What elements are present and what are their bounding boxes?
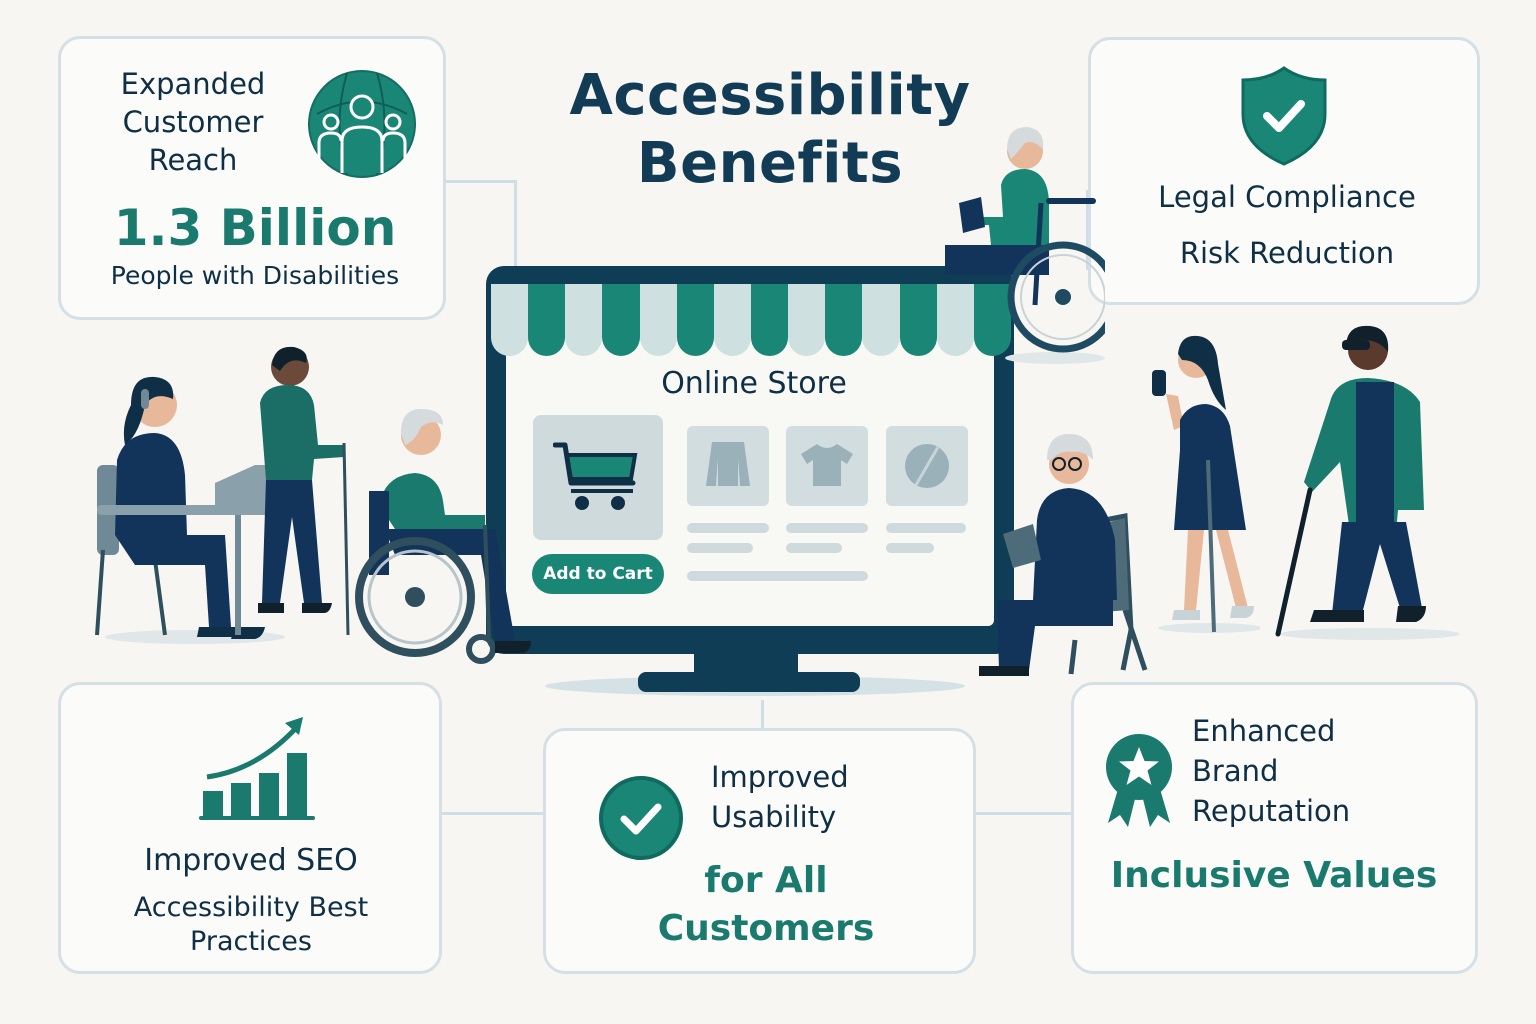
man-with-cane-illustration	[250, 345, 360, 635]
blind-man-with-cane-illustration	[1270, 322, 1470, 642]
product-tshirt-tile[interactable]	[786, 426, 868, 506]
elderly-man-seated-tablet-illustration	[975, 430, 1155, 680]
card-expanded-reach: Expanded Customer Reach 1.3 Billion Peop…	[58, 36, 446, 320]
reach-heading-line: Expanded	[120, 67, 266, 101]
legal-line-1: Legal Compliance	[1158, 180, 1416, 214]
usability-heading: Improved Usability	[711, 757, 849, 837]
product-text-line	[886, 543, 934, 553]
connector-legal	[1086, 190, 1089, 270]
seo-heading: Improved SEO	[144, 843, 358, 878]
brand-heading-line: Reputation	[1192, 794, 1351, 828]
connector-seo	[442, 812, 544, 815]
seo-caption-line: Practices	[190, 926, 312, 957]
reach-heading-line: Customer	[122, 105, 264, 139]
usability-highlight: for All Customers	[546, 857, 986, 953]
brand-highlight: Inclusive Values	[1110, 855, 1438, 896]
store-title: Online Store	[661, 366, 847, 401]
monitor-base	[638, 672, 860, 692]
brand-heading-line: Brand	[1192, 754, 1279, 788]
title-line-1: Accessibility	[569, 63, 971, 128]
legal-line-2: Risk Reduction	[1179, 236, 1395, 270]
brand-heading: Enhanced Brand Reputation	[1192, 711, 1350, 831]
usability-heading-line: Improved	[711, 760, 849, 794]
usability-heading-line: Usability	[711, 800, 837, 834]
shopping-cart-icon	[553, 441, 643, 513]
reach-stat: 1.3 Billion	[113, 199, 397, 257]
product-text-line	[886, 523, 966, 533]
card-improved-seo: Improved SEO Accessibility Best Practice…	[58, 682, 442, 974]
card-improved-usability: Improved Usability for All Customers	[543, 728, 976, 974]
award-ribbon-icon	[1104, 733, 1174, 829]
product-text-line	[687, 523, 769, 533]
product-text-line	[687, 571, 868, 581]
connector-brand	[976, 812, 1072, 815]
elderly-man-wheelchair-illustration	[355, 405, 545, 670]
page-title: Accessibility Benefits	[560, 62, 980, 198]
sweater-icon	[704, 440, 752, 490]
card-legal-compliance: Legal Compliance Risk Reduction	[1088, 37, 1480, 305]
shield-check-icon	[1241, 66, 1327, 166]
product-cart-tile[interactable]	[533, 415, 663, 540]
elderly-man-wheelchair-tablet-illustration	[945, 125, 1105, 365]
woman-with-crutch-phone-illustration	[1150, 330, 1260, 635]
usability-highlight-line: for All	[704, 860, 828, 901]
ball-icon	[904, 443, 950, 489]
seo-caption: Accessibility Best Practices	[59, 891, 443, 959]
title-line-2: Benefits	[636, 131, 904, 196]
reach-heading-line: Reach	[148, 143, 238, 177]
add-to-cart-button[interactable]: Add to Cart	[532, 554, 664, 594]
connector-reach-vertical	[514, 180, 517, 266]
product-text-line	[786, 523, 868, 533]
woman-with-headset-illustration	[95, 365, 295, 645]
product-text-line	[786, 543, 842, 553]
usability-highlight-line: Customers	[657, 908, 875, 949]
reach-heading: Expanded Customer Reach	[103, 65, 283, 179]
product-sweater-tile[interactable]	[687, 426, 769, 506]
product-text-line	[687, 543, 753, 553]
globe-people-icon	[307, 69, 417, 179]
product-ball-tile[interactable]	[886, 426, 968, 506]
check-circle-icon	[598, 775, 684, 861]
growth-chart-icon	[197, 715, 317, 825]
reach-caption: People with Disabilities	[110, 261, 400, 290]
brand-heading-line: Enhanced	[1192, 714, 1336, 748]
connector-stand	[761, 700, 764, 730]
seo-caption-line: Accessibility Best	[133, 892, 369, 923]
store-awning	[491, 284, 1011, 356]
connector-reach	[446, 180, 516, 183]
card-brand-reputation: Enhanced Brand Reputation Inclusive Valu…	[1071, 682, 1478, 974]
tshirt-icon	[799, 442, 855, 488]
